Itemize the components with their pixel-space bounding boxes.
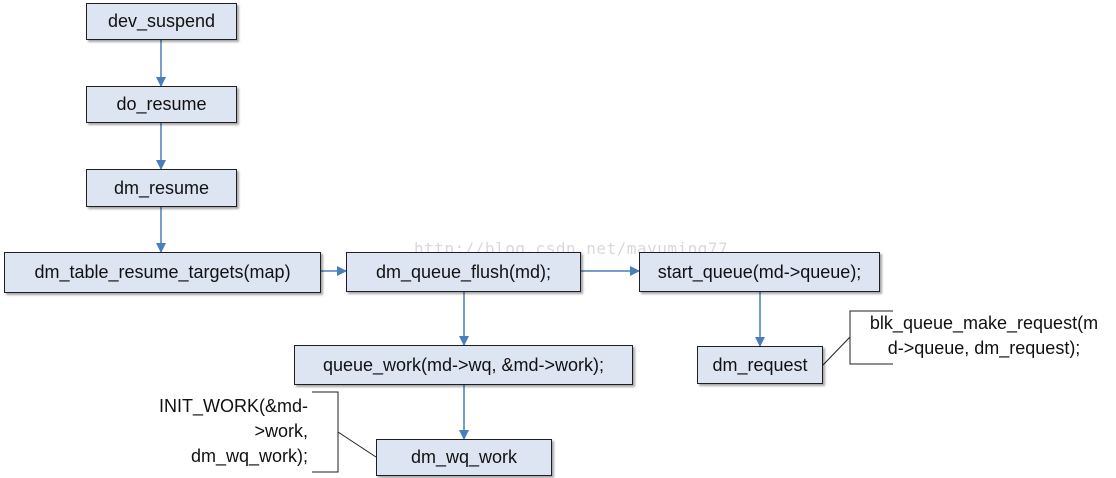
node-queue-work: queue_work(md->wq, &md->work); [294, 345, 633, 385]
init-work-note-line-1: INIT_WORK(&md- [158, 396, 308, 416]
init-work-note-bracket [312, 391, 339, 473]
init-work-note-line-3: dm_wq_work); [190, 446, 308, 466]
blk-queue-note-line-2: d->queue, dm_request); [887, 338, 1081, 358]
blk-queue-note-line-1: blk_queue_make_request(m [869, 313, 1099, 333]
node-dm-table-resume-targets: dm_table_resume_targets(map) [4, 252, 321, 293]
node-dev-suspend: dev_suspend [86, 3, 237, 40]
node-dm-resume: dm_resume [86, 169, 237, 207]
node-dm-request: dm_request [697, 346, 823, 384]
node-do-resume: do_resume [86, 86, 237, 123]
node-dm-queue-flush: dm_queue_flush(md); [346, 252, 581, 292]
init-work-note-line-2: >work, [254, 421, 308, 441]
blk-queue-note: blk_queue_make_request(m d->queue, dm_re… [855, 311, 1113, 361]
node-dm-wq-work: dm_wq_work [376, 439, 552, 476]
init-work-note-leader [337, 431, 377, 458]
node-start-queue: start_queue(md->queue); [639, 252, 880, 292]
blk-queue-note-leader [822, 336, 851, 366]
init-work-note: INIT_WORK(&md- >work, dm_wq_work); [150, 394, 308, 469]
